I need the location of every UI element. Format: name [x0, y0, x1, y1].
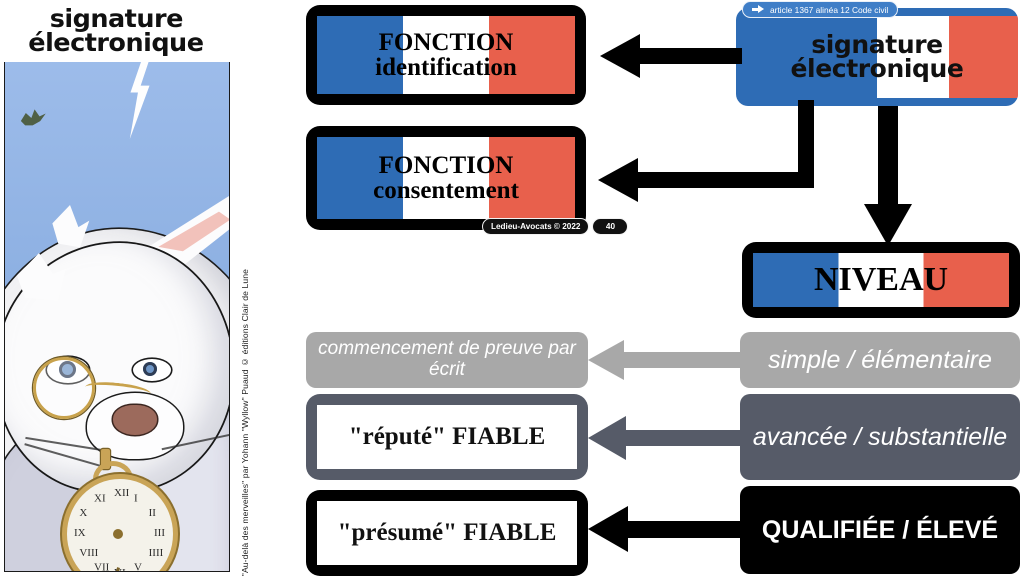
watch-numeral: VI — [114, 567, 126, 571]
arrow-head-left-icon — [588, 506, 628, 552]
monocle-icon — [33, 357, 95, 419]
niveau-label-text: NIVEAU — [813, 260, 949, 298]
level-simple-label: simple / élémentaire — [768, 345, 992, 374]
pocket-watch-icon: XIIIIIIIIIIIIVVIVIIVIIIIXXXI — [67, 479, 173, 572]
arrow-shaft — [622, 430, 744, 446]
page-number-badge: 40 — [592, 218, 629, 235]
result-commencement-box: commencement de preuve par écrit — [306, 332, 588, 388]
slide-title-line2: électronique — [28, 28, 204, 57]
arrow-shaft-vertical — [798, 100, 814, 188]
result-presume-box: "présumé" FIABLE — [306, 490, 588, 576]
arrow-source-to-consentement — [598, 100, 814, 204]
fonction-consentement-line2: consentement — [373, 177, 519, 204]
fonction-identification-box: FONCTION identification — [306, 5, 586, 105]
watch-numeral: VIII — [79, 547, 99, 559]
reference-badge-text: article 1367 alinéa 12 Code civil — [770, 4, 889, 15]
slide-title: signature électronique — [0, 0, 232, 62]
watch-numeral: IX — [74, 527, 86, 539]
fonction-identification-line1: FONCTION — [378, 28, 514, 56]
source-signature-box: signature électronique — [736, 8, 1018, 106]
flag-background: FONCTION identification — [317, 16, 575, 94]
fonction-identification-label: FONCTION identification — [375, 28, 517, 81]
niveau-box: NIVEAU — [742, 242, 1020, 318]
result-repute-inner: "réputé" FIABLE — [317, 405, 577, 469]
level-simple: simple / élémentaire — [740, 332, 1020, 388]
illustration-credit: "Au-delà des merveilles" par Yohann "Wyl… — [232, 0, 258, 576]
result-presume-label: "présumé" FIABLE — [337, 518, 557, 546]
page-number-text: 40 — [605, 222, 616, 231]
level-avancee-label: avancée / substantielle — [752, 422, 1008, 451]
arrow-shaft — [622, 521, 744, 538]
level-qualifiee-label: QUALIFIÉE / ÉLEVÉ — [761, 515, 999, 544]
level-avancee: avancée / substantielle — [740, 394, 1020, 480]
credits-bar: Ledieu-Avocats © 2022 40 — [482, 218, 629, 235]
watch-numeral: XI — [94, 492, 106, 505]
cat-nose — [113, 405, 157, 435]
flag-background: FONCTION consentement — [317, 137, 575, 219]
watch-numeral: V — [134, 561, 142, 572]
credits-pill: Ledieu-Avocats © 2022 — [482, 218, 590, 235]
result-repute-label: "réputé" FIABLE — [348, 422, 546, 450]
pocket-watch-stem — [101, 449, 110, 469]
fonction-identification-line2: identification — [375, 54, 517, 81]
flag-red-band — [949, 16, 1018, 98]
watch-numerals: XIIIIIIIIIIIIVVIVIIVIIIIXXXI — [67, 479, 173, 572]
arrow-head-left-icon — [588, 416, 626, 460]
arrow-head-left-icon — [588, 340, 624, 380]
arrow-right-icon — [752, 5, 764, 14]
slide-title-line1: signature — [49, 4, 183, 34]
watch-numeral: XII — [114, 487, 130, 499]
watch-numeral: X — [79, 507, 88, 519]
result-commencement-label: commencement de preuve par écrit — [318, 338, 576, 380]
niveau-label: NIVEAU — [813, 260, 949, 298]
cat-pupil — [143, 362, 157, 376]
cat-comic-illustration: XIIIIIIIIIIIIVVIVIIVIIIIXXXI — [4, 56, 230, 572]
illustration-credit-text: "Au-delà des merveilles" par Yohann "Wyl… — [240, 268, 250, 576]
arrow-shaft-vertical — [878, 106, 898, 210]
arrow-source-to-niveau — [862, 106, 914, 246]
watch-numeral: I — [134, 492, 138, 505]
arrow-qualifiee-to-presume — [588, 506, 744, 552]
watch-center-pin — [113, 529, 123, 539]
arrow-shaft — [638, 48, 742, 64]
result-presume-inner: "présumé" FIABLE — [317, 501, 577, 565]
watch-numeral: VII — [94, 561, 110, 572]
illustration-panel: signature électronique — [0, 0, 232, 576]
source-signature-label: signature électronique — [736, 8, 1018, 106]
source-line1: signature — [811, 30, 943, 59]
watch-numeral: II — [148, 507, 156, 519]
arrow-head-left-icon — [600, 34, 640, 78]
fonction-consentement-box: FONCTION consentement — [306, 126, 586, 230]
arrow-head-left-icon — [598, 158, 638, 202]
credits-text: Ledieu-Avocats © 2022 — [491, 222, 581, 231]
arrow-simple-to-commencement — [588, 340, 744, 380]
watch-numeral: IIII — [148, 547, 164, 559]
watch-numeral: III — [154, 527, 165, 539]
fonction-consentement-line1: FONCTION — [378, 151, 514, 179]
level-qualifiee: QUALIFIÉE / ÉLEVÉ — [740, 486, 1020, 574]
fonction-consentement-label: FONCTION consentement — [373, 151, 519, 204]
reference-badge[interactable]: article 1367 alinéa 12 Code civil — [742, 1, 899, 18]
arrow-head-down-icon — [864, 204, 912, 246]
arrow-source-to-identification — [600, 34, 742, 78]
flag-white-band — [877, 16, 949, 98]
arrow-shaft — [622, 352, 744, 368]
arrow-shaft-horizontal — [636, 172, 814, 188]
arrow-avancee-to-repute — [588, 416, 744, 460]
source-line2: électronique — [790, 54, 964, 83]
result-repute-box: "réputé" FIABLE — [306, 394, 588, 480]
flag-background: NIVEAU — [753, 253, 1009, 307]
